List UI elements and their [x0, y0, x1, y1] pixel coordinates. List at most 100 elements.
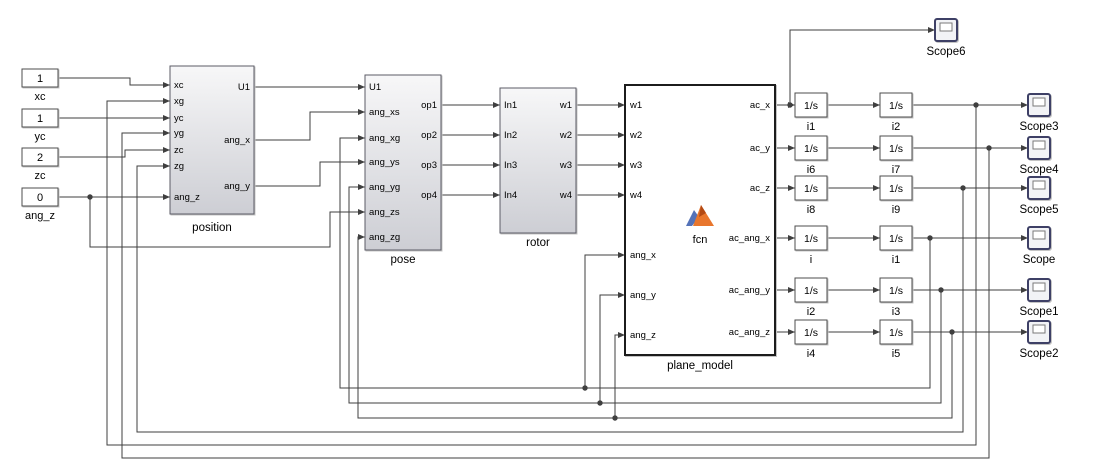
port-label: ang_y — [224, 181, 250, 192]
scope-name: Scope5 — [1019, 204, 1058, 216]
integrator-block[interactable] — [879, 92, 913, 118]
integrator-symbol: 1/s — [889, 183, 903, 195]
integrator-block[interactable] — [794, 175, 828, 201]
branch-dots — [87, 102, 992, 421]
scope-block-scope6[interactable] — [934, 18, 958, 42]
port-label: yc — [174, 113, 184, 124]
position-block[interactable] — [169, 65, 255, 215]
integrator-block[interactable] — [879, 319, 913, 345]
integrator-symbol: 1/s — [889, 100, 903, 112]
signal-line[interactable] — [58, 77, 170, 88]
integrator-name: i2 — [892, 121, 901, 133]
signal-line[interactable] — [348, 184, 942, 404]
block-name-pose: pose — [391, 254, 416, 266]
constant-value: 2 — [37, 152, 43, 164]
signal-line[interactable] — [339, 135, 931, 389]
branch-dot — [949, 329, 955, 335]
integrator-block[interactable] — [794, 225, 828, 251]
port-label: U1 — [238, 82, 250, 93]
constant-block-zc[interactable] — [21, 147, 59, 167]
signal-line[interactable] — [599, 292, 625, 403]
integrator-block[interactable] — [879, 277, 913, 303]
signal-line[interactable] — [58, 147, 170, 158]
constant-value: 1 — [37, 113, 43, 125]
port-label: zc — [174, 145, 184, 156]
port-label: In3 — [504, 160, 517, 171]
port-label: ac_z — [750, 183, 770, 194]
port-label: w2 — [559, 130, 572, 141]
integrator-block[interactable] — [794, 277, 828, 303]
port-label: ang_zs — [369, 207, 400, 218]
scope-icon-screen — [939, 22, 953, 32]
signal-line[interactable] — [106, 98, 977, 446]
integrator-block[interactable] — [879, 135, 913, 161]
port-label: op1 — [421, 100, 437, 111]
integrator-name: i4 — [807, 348, 816, 360]
scope-icon-screen — [1032, 230, 1046, 240]
port-label: zg — [174, 161, 184, 172]
constant-label: xc — [35, 91, 47, 103]
integrator-name: i7 — [892, 164, 901, 176]
branch-dot — [927, 235, 933, 241]
port-label: xc — [174, 80, 184, 91]
integrator-block[interactable] — [794, 135, 828, 161]
port-label: ang_y — [630, 290, 656, 301]
rotor-block[interactable] — [499, 87, 577, 234]
scope-block-scope5[interactable] — [1027, 176, 1051, 200]
integrator-block[interactable] — [879, 225, 913, 251]
signal-line[interactable] — [584, 252, 625, 388]
signal-line[interactable] — [121, 130, 990, 459]
signal-line[interactable] — [254, 159, 365, 187]
port-label: w4 — [629, 190, 642, 201]
matlab-logo-orange — [693, 205, 714, 226]
scope-icon-screen — [1032, 282, 1046, 292]
port-label: U1 — [369, 82, 381, 93]
scope-block-scope3[interactable] — [1027, 93, 1051, 117]
scope-block-scope4[interactable] — [1027, 136, 1051, 160]
scope-icon-screen — [1032, 324, 1046, 334]
block-name-plane-model: plane_model — [667, 360, 733, 372]
constant-label: yc — [35, 131, 47, 143]
branch-dot — [612, 415, 618, 421]
port-label: w4 — [559, 190, 572, 201]
integrator-name: i5 — [892, 348, 901, 360]
port-label: ang_z — [630, 330, 656, 341]
constant-block-angz[interactable] — [21, 187, 59, 207]
constant-block-yc[interactable] — [21, 108, 59, 128]
integrator-block[interactable] — [794, 319, 828, 345]
port-label: ang_xs — [369, 107, 400, 118]
port-label: In2 — [504, 130, 517, 141]
scope-name: Scope2 — [1019, 348, 1058, 360]
integrator-symbol: 1/s — [889, 143, 903, 155]
scope-block-scope1[interactable] — [1027, 278, 1051, 302]
port-label: ang_z — [174, 192, 200, 203]
integrator-name: i9 — [892, 204, 901, 216]
block-name-position: position — [192, 222, 232, 234]
integrator-block[interactable] — [879, 175, 913, 201]
port-label: ang_x — [630, 250, 656, 261]
scope-block-scope2[interactable] — [1027, 320, 1051, 344]
constant-value: 0 — [37, 192, 43, 204]
scope-name: Scope1 — [1019, 306, 1058, 318]
signal-line[interactable] — [789, 27, 935, 105]
block-name-rotor: rotor — [526, 237, 550, 249]
signal-wires — [58, 27, 1028, 459]
branch-dot — [787, 102, 793, 108]
pose-block[interactable] — [364, 74, 442, 251]
signal-line[interactable] — [254, 109, 365, 141]
signal-line[interactable] — [89, 197, 365, 248]
scope-name: Scope4 — [1019, 164, 1059, 176]
constant-block-xc[interactable] — [21, 68, 59, 88]
scope-name: Scope — [1023, 254, 1056, 266]
signal-line[interactable] — [136, 163, 964, 433]
integrator-block[interactable] — [794, 92, 828, 118]
branch-dot — [973, 102, 979, 108]
scope-block-scope[interactable] — [1027, 226, 1051, 250]
port-label: w2 — [629, 130, 642, 141]
signal-line[interactable] — [614, 332, 625, 418]
port-label: op2 — [421, 130, 437, 141]
integrator-symbol: 1/s — [804, 183, 818, 195]
signal-line[interactable] — [357, 234, 953, 419]
constant-value: 1 — [37, 73, 43, 85]
